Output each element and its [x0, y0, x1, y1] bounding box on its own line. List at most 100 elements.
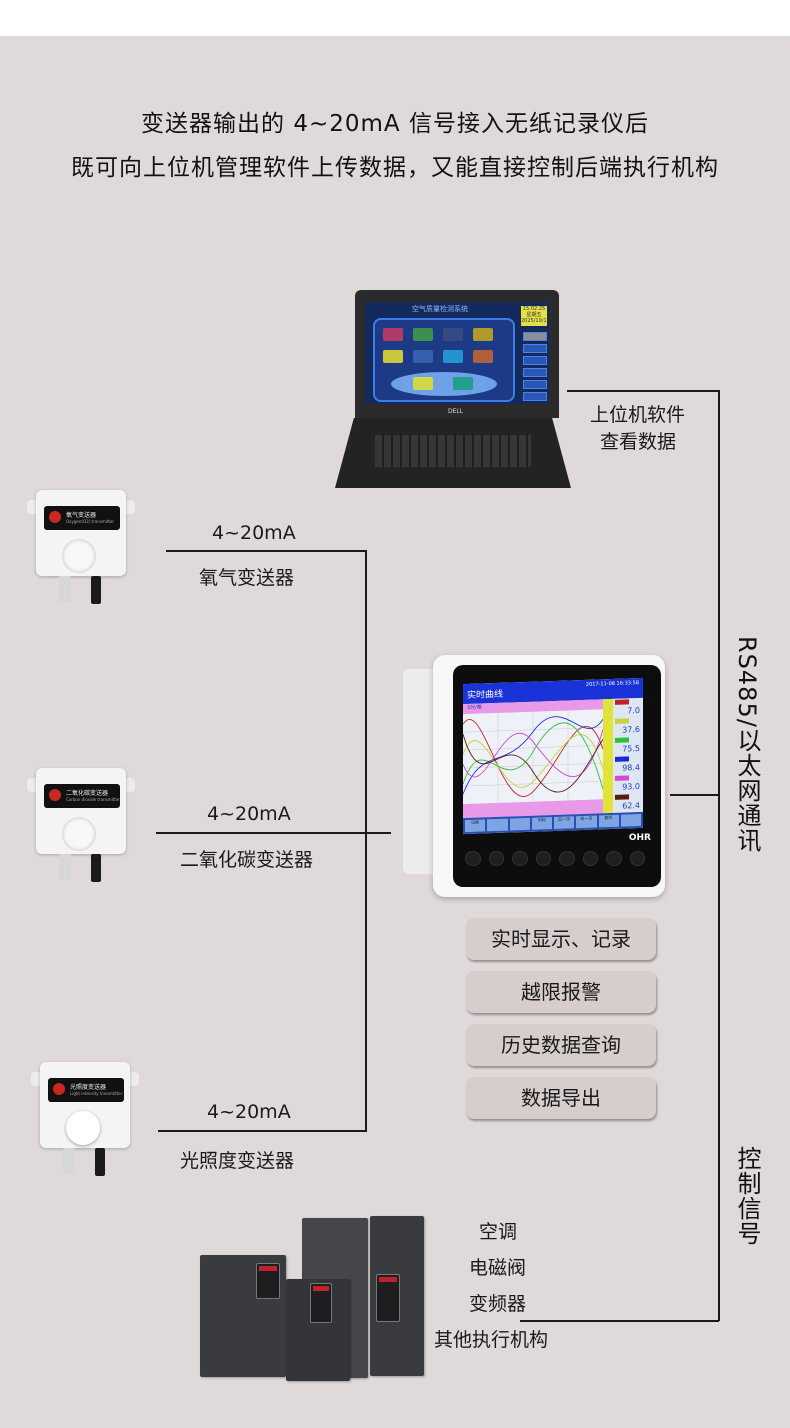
sensor-label-panel: 光照度变送器 Light intensity transmitter	[48, 1078, 124, 1102]
dashboard-tile	[413, 328, 433, 341]
channel-value: 7.0	[613, 698, 643, 718]
channel-value: 62.4	[613, 793, 643, 813]
laptop-label-2: 查看数据	[600, 431, 677, 453]
channel-color-tag	[615, 756, 629, 762]
channel-value: 93.0	[613, 774, 643, 794]
channel-value-text: 75.5	[622, 743, 640, 754]
vfd-unit	[200, 1255, 286, 1377]
sensor-cable	[95, 1148, 105, 1176]
soft-button	[509, 817, 530, 831]
clock-time: 15:02:25	[522, 306, 546, 312]
sensor-panel-subtext: Oxygen(O2) transmitter	[66, 519, 115, 524]
hardware-key	[582, 851, 598, 866]
recorder-scale-bar	[603, 698, 613, 814]
vfd-unit	[370, 1216, 424, 1376]
hardware-key	[488, 851, 504, 866]
channel-color-tag	[615, 737, 629, 743]
hardware-key	[606, 851, 622, 866]
dashboard-tile	[383, 350, 403, 363]
sensor-filter-window	[62, 817, 96, 851]
channel-value: 75.5	[613, 736, 643, 756]
laptop-lid: 空气质量检测系统 15:02:25 星期五 2025/10/17	[355, 290, 559, 418]
sensor-logo-icon	[53, 1083, 65, 1095]
laptop-side-button	[523, 380, 547, 389]
dashboard-tile	[473, 350, 493, 363]
oxygen-sensor-image: 氧气变送器 Oxygen(O2) transmitter	[26, 484, 138, 604]
hardware-key	[535, 851, 551, 866]
dashboard-tile	[443, 350, 463, 363]
comm-label: RS485/以太网通讯	[733, 636, 761, 853]
sensor-panel-text: 光照度变送器	[70, 1084, 107, 1091]
actuator-label-vfd: 变频器	[469, 1293, 527, 1315]
sensor-cable	[91, 576, 101, 604]
recorder-channel-values: 7.0 37.6 75.5 98.4 93.0 62.4	[613, 697, 643, 813]
laptop-screen-title: 空气质量检测系统	[412, 305, 468, 313]
dashboard-tile	[473, 328, 493, 341]
sensor-probe	[63, 1148, 75, 1174]
connector-light-h	[158, 1130, 366, 1132]
channel-value-text: 93.0	[622, 781, 640, 792]
channel-value-text: 98.4	[622, 762, 640, 773]
vfd-display	[259, 1266, 277, 1271]
connector-right-v	[718, 390, 720, 1321]
laptop-clock: 15:02:25 星期五 2025/10/17	[521, 306, 549, 326]
channel-value: 98.4	[613, 755, 643, 775]
recorder-bezel: 实时曲线 2017-11-08 16:33:58 3分/格	[453, 665, 661, 887]
dashboard-tile	[413, 377, 433, 390]
laptop-brand: DELL	[448, 408, 464, 415]
dashboard-tile	[383, 328, 403, 341]
sensor-logo-icon	[49, 789, 61, 801]
vfd-display	[379, 1277, 397, 1282]
light-sensor-image: 光照度变送器 Light intensity transmitter	[30, 1056, 142, 1176]
soft-button: 后一页	[554, 816, 575, 829]
laptop-side-button	[523, 368, 547, 377]
light-sensor-label: 光照度变送器	[180, 1150, 295, 1172]
recorder-curve-chart	[463, 710, 603, 803]
channel-value-text: 37.6	[622, 724, 640, 735]
sensor-probe	[59, 854, 71, 880]
recorder-front: 实时曲线 2017-11-08 16:33:58 3分/格	[433, 655, 665, 897]
sensor-filter-window	[62, 539, 96, 573]
sensor-dome	[66, 1111, 100, 1145]
laptop-label-1: 上位机软件	[590, 404, 686, 426]
co2-signal-label: 4~20mA	[207, 803, 291, 825]
soft-button	[487, 818, 508, 832]
connector-actuator-h	[520, 1320, 719, 1322]
soft-button: 前一页	[576, 815, 597, 829]
paperless-recorder-image: 实时曲线 2017-11-08 16:33:58 3分/格	[403, 655, 665, 897]
actuator-label-valve: 电磁阀	[469, 1257, 527, 1279]
clock-date: 2025/10/17	[521, 318, 549, 324]
laptop-side-button	[523, 344, 547, 353]
co2-sensor-label: 二氧化碳变送器	[180, 849, 314, 871]
feature-history-query: 历史数据查询	[466, 1024, 656, 1066]
recorder-datetime: 2017-11-08 16:33:58	[585, 679, 639, 688]
dashboard-tile	[413, 350, 433, 363]
sensor-panel-subtext: Carbon dioxide transmitter	[66, 797, 120, 802]
laptop-image: 空气质量检测系统 15:02:25 星期五 2025/10/17	[335, 290, 571, 488]
headline-line-1: 变送器输出的 4~20mA 信号接入无纸记录仪后	[141, 111, 649, 137]
recorder-screen-title: 实时曲线	[467, 689, 504, 702]
connector-sensors-v	[365, 550, 367, 1132]
control-signal-label: 控制信号	[733, 1146, 761, 1246]
hardware-key	[629, 851, 645, 866]
laptop-side-button	[523, 332, 547, 341]
hardware-key	[559, 851, 575, 866]
soft-button: 切换	[465, 819, 486, 833]
hardware-key	[512, 851, 528, 866]
clock-weekday: 星期五	[526, 312, 542, 318]
dashboard-tile	[453, 377, 473, 390]
actuator-label-ac: 空调	[479, 1221, 518, 1243]
laptop-side-button	[523, 392, 547, 401]
top-white-band	[0, 0, 790, 36]
sensor-panel-text: 二氧化碳变送器	[66, 790, 109, 797]
channel-color-tag	[615, 718, 629, 724]
connector-laptop-h	[567, 390, 719, 392]
sensor-probe	[59, 576, 71, 602]
feature-limit-alarm: 越限报警	[466, 971, 656, 1013]
connector-recorder-h	[670, 794, 719, 796]
oxygen-signal-label: 4~20mA	[212, 522, 296, 544]
sensor-cable	[91, 854, 101, 882]
soft-button: 时标	[531, 817, 552, 830]
sensor-logo-icon	[49, 511, 61, 523]
sensor-label-panel: 氧气变送器 Oxygen(O2) transmitter	[44, 506, 120, 530]
